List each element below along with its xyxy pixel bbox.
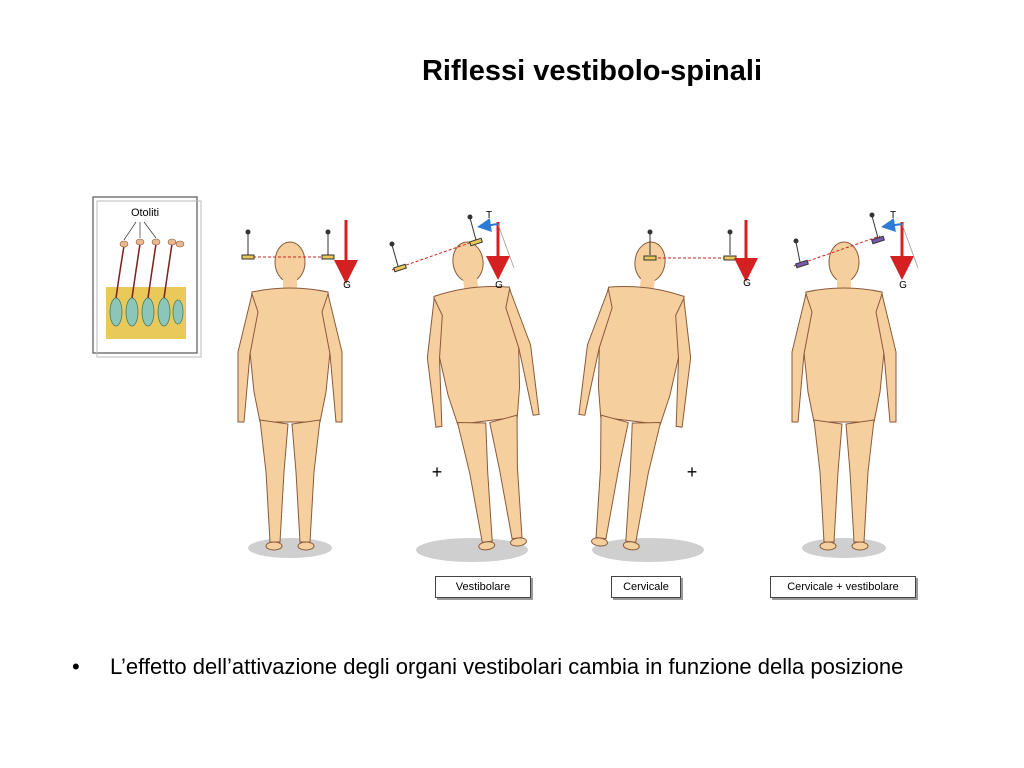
tilt-sensor-right bbox=[321, 229, 335, 260]
figure-cervicale: G + bbox=[562, 220, 758, 562]
vector-label-g: G bbox=[743, 278, 751, 289]
tilt-sensor-left bbox=[241, 229, 255, 260]
tilt-sensor-left bbox=[389, 241, 407, 273]
tilt-sensor-right bbox=[723, 229, 737, 261]
tilt-sensor-right bbox=[467, 214, 483, 247]
tilt-arrow bbox=[477, 218, 499, 232]
caption-cervicale-vestibolare: Cervicale + vestibolare bbox=[770, 576, 916, 598]
figure-cervicale-vestibolare: T G bbox=[791, 210, 919, 558]
tilt-sensor-left bbox=[643, 229, 657, 261]
vector-label-t: T bbox=[890, 210, 896, 221]
vector-label-t: T bbox=[486, 210, 492, 221]
tilt-arrow bbox=[881, 218, 903, 232]
tilt-sensor-left bbox=[793, 238, 809, 269]
tilt-sensor-right bbox=[869, 212, 885, 245]
plus-marker: + bbox=[687, 462, 698, 482]
slide-title: Riflessi vestibolo-spinali bbox=[421, 55, 763, 87]
bullet-symbol: • bbox=[72, 654, 80, 679]
otolith-inset: Otoliti bbox=[92, 196, 202, 358]
figure-vestibolare: T G + bbox=[389, 210, 556, 562]
vector-label-g: G bbox=[899, 280, 907, 291]
bullet-text: L’effetto dell’attivazione degli organi … bbox=[110, 654, 904, 679]
figure-upright: G bbox=[237, 220, 358, 558]
caption-vestibolare: Vestibolare bbox=[435, 576, 531, 598]
caption-cervicale: Cervicale bbox=[611, 576, 681, 598]
vestibulospinal-figure: Otoliti bbox=[92, 196, 919, 562]
plus-marker: + bbox=[432, 462, 443, 482]
vector-label-g: G bbox=[343, 280, 351, 291]
otoliti-label: Otoliti bbox=[131, 207, 159, 219]
vector-label-g: G bbox=[495, 280, 503, 291]
